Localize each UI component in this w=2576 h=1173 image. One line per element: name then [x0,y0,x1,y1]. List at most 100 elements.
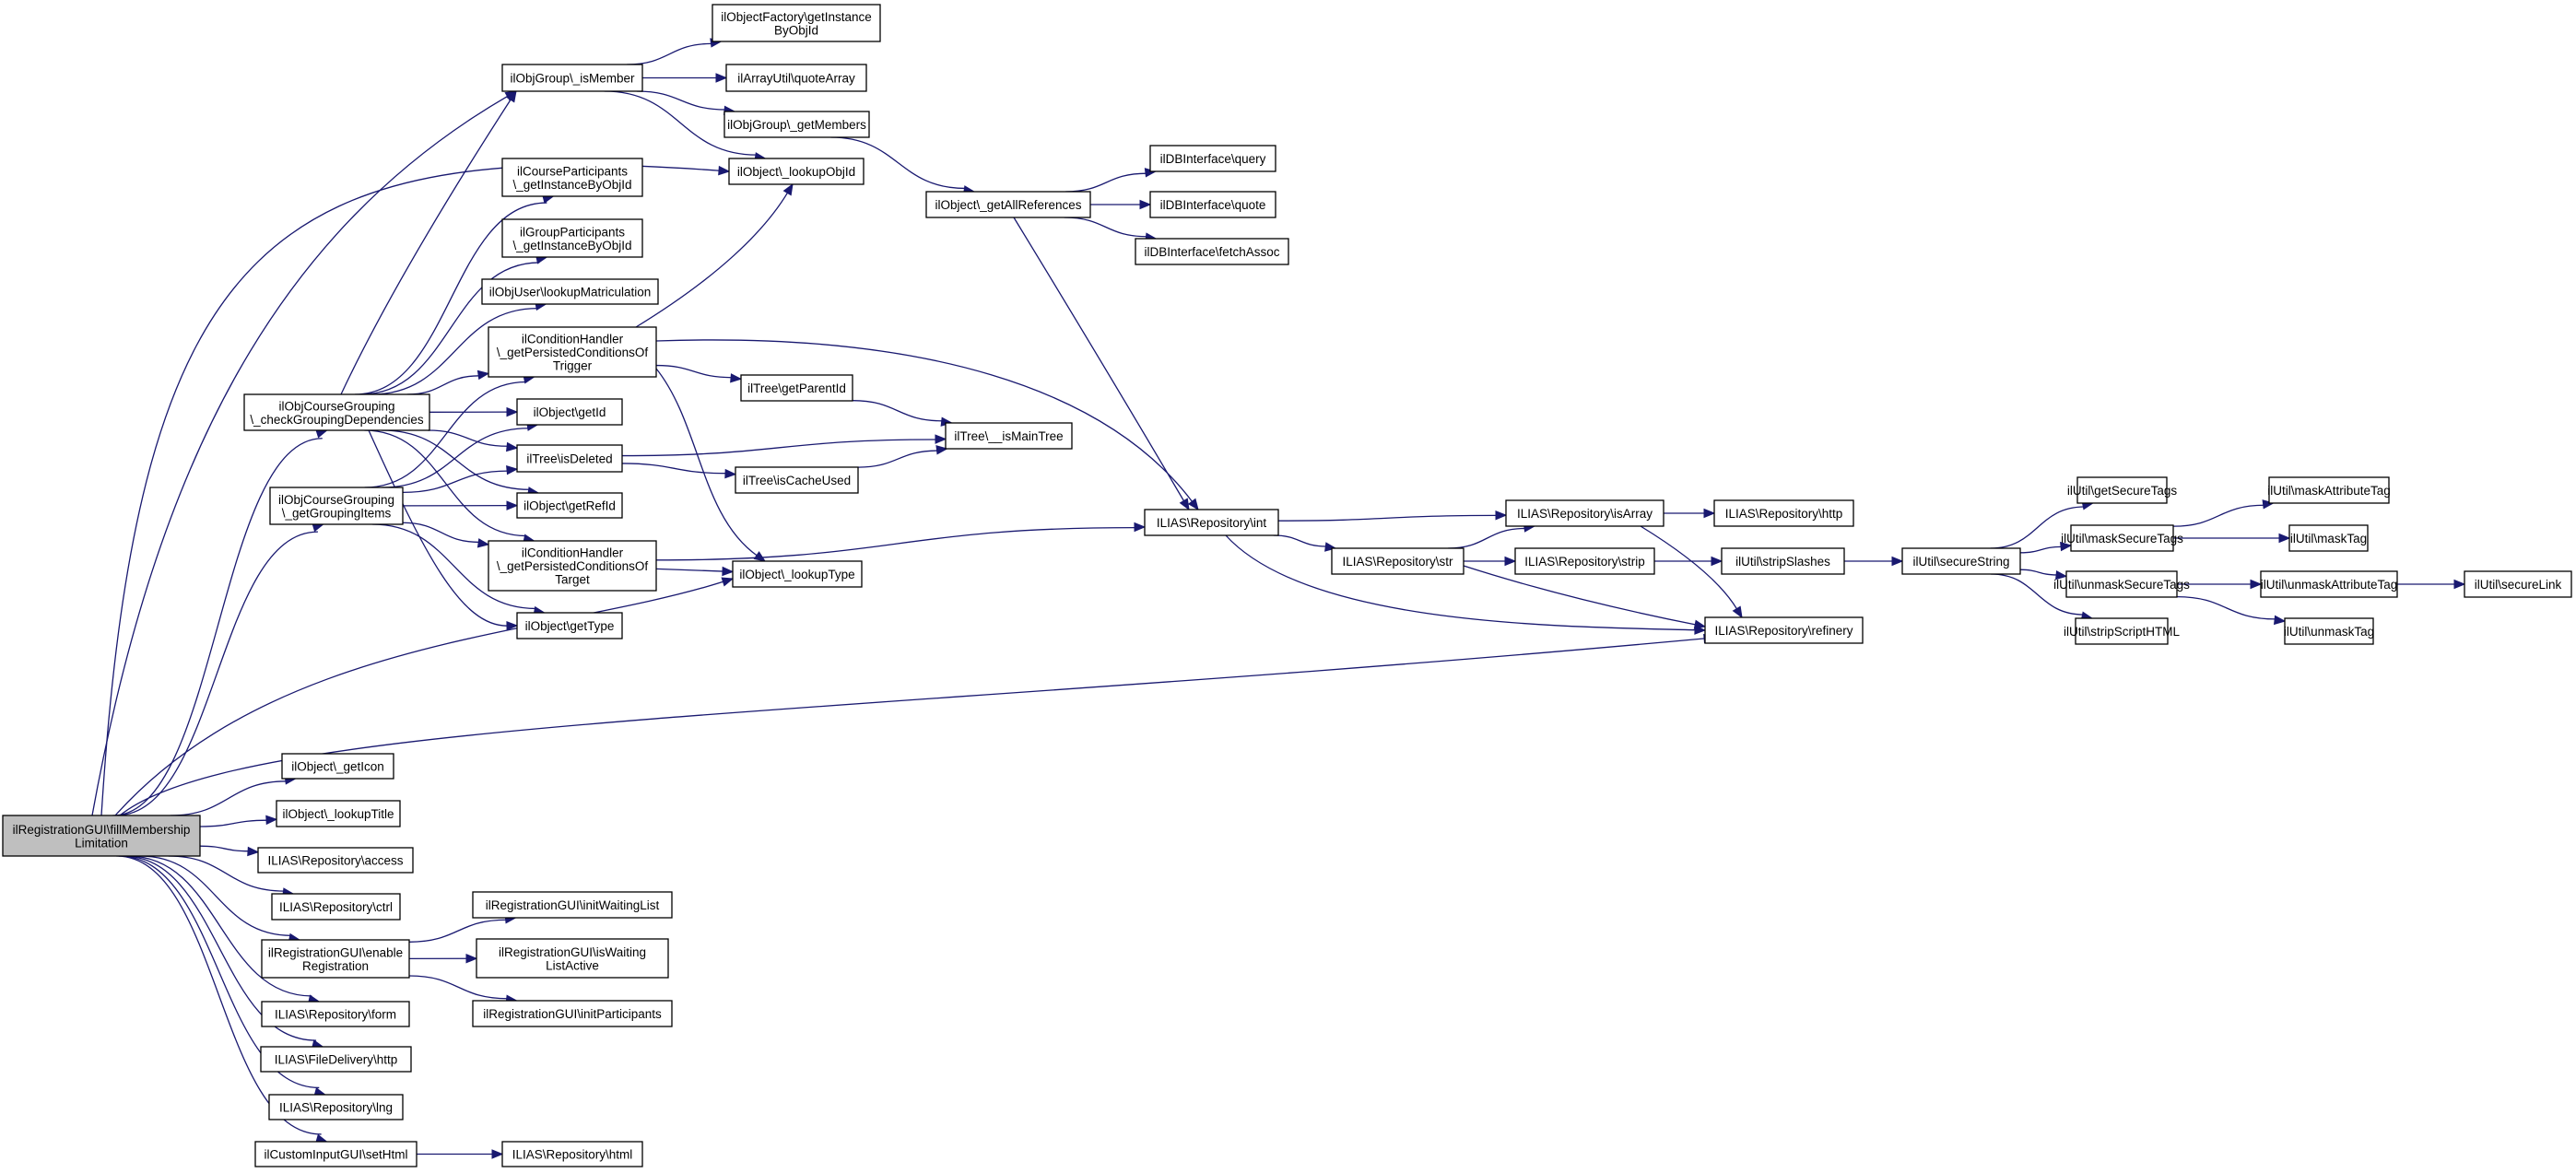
node-secureLink[interactable]: ilUtil\secureLink [2464,570,2572,598]
node-label: ilUtil\maskAttributeTag [2267,484,2391,498]
edge-arrowhead [2250,579,2263,590]
edge-getAllRefs-to-dbQuery [1065,172,1147,193]
node-label: ilDBInterface\query [1160,152,1266,166]
node-label: ilRegistrationGUI\fillMembership [13,823,191,837]
edge-arrowhead [935,434,947,444]
node-box [268,1094,404,1120]
edge-arrowhead [265,815,278,826]
node-initPart[interactable]: ilRegistrationGUI\initParticipants [472,1000,673,1027]
node-repoHtml[interactable]: ILIAS\Repository\html [501,1141,643,1167]
node-objFactory[interactable]: ilObjectFactory\getInstanceByObjId [712,4,881,42]
node-box [1135,238,1289,265]
node-getParentId[interactable]: ilTree\getParentId [740,374,853,402]
node-maskAttrTag[interactable]: ilUtil\maskAttributeTag [2267,476,2391,504]
node-getGroupingItems[interactable]: ilObjCourseGrouping\_getGroupingItems [269,487,404,525]
node-label: ilUtil\secureLink [2475,578,2562,592]
node-label: ilObjGroup\_isMember [510,72,635,86]
node-box [945,422,1073,450]
node-isDeleted[interactable]: ilTree\isDeleted [516,444,623,473]
node-getType[interactable]: ilObject\getType [516,612,623,639]
node-maskTag[interactable]: ilUtil\maskTag [2288,524,2369,552]
node-label: ilObjCourseGrouping [278,493,394,507]
node-box [271,893,401,921]
node-getAllRefs[interactable]: ilObject\_getAllReferences [925,191,1091,218]
edge-arrowhead [2274,615,2287,626]
node-unmaskAttrTag[interactable]: ilUtil\unmaskAttributeTag [2260,570,2398,598]
node-getMembers[interactable]: ilObjGroup\_getMembers [723,111,870,138]
node-lookupMatric[interactable]: ilObjUser\lookupMatriculation [481,278,659,305]
node-lookupType[interactable]: ilObject\_lookupType [732,560,863,588]
node-box [269,487,404,525]
node-label: ILIAS\Repository\isArray [1517,507,1653,521]
node-label: ilDBInterface\fetchAssoc [1144,245,1279,259]
node-label: ilObject\_getAllReferences [935,198,1081,212]
node-label: ilConditionHandler [522,546,624,560]
node-label: ilUtil\maskSecureTags [2061,532,2183,545]
node-box [2268,476,2390,504]
edge-arrowhead [506,500,519,510]
edge-arrowhead [1187,498,1199,511]
node-repoForm[interactable]: ILIAS\Repository\form [261,1001,410,1027]
node-condTrigger[interactable]: ilConditionHandler\_getPersistedConditio… [488,326,657,378]
edge-root-to-repoAccess [199,845,250,852]
node-repoStr[interactable]: ILIAS\Repository\str [1331,547,1464,575]
node-label: ILIAS\Repository\http [1725,507,1843,521]
node-box [2070,524,2174,552]
node-label: \_getInstanceByObjId [512,178,631,192]
node-fdHttp[interactable]: ILIAS\FileDelivery\http [260,1046,412,1073]
node-isCacheUsed[interactable]: ilTree\isCacheUsed [735,466,859,494]
node-isMember[interactable]: ilObjGroup\_isMember [501,64,643,92]
node-initWaiting[interactable]: ilRegistrationGUI\initWaitingList [472,891,673,919]
node-repoAccess[interactable]: ILIAS\Repository\access [257,847,414,874]
node-courseParticipants[interactable]: ilCourseParticipants\_getInstanceByObjId [501,158,643,197]
node-isMainTree[interactable]: ilTree\__isMainTree [945,422,1073,450]
node-stripScript[interactable]: ilUtil\stripScriptHTML [2064,617,2181,645]
node-groupParticipants[interactable]: ilGroupParticipants\_getInstanceByObjId [501,218,643,258]
node-getId[interactable]: ilObject\getId [516,398,623,426]
edge-arrowhead [506,406,519,417]
node-secureString[interactable]: ilUtil\secureString [1901,547,2021,575]
node-label: ilUtil\stripScriptHTML [2064,625,2181,639]
edge-root-to-repoCtrl [168,855,285,892]
edge-repoInt-to-repoIsArray [1277,514,1498,522]
node-dbQuote[interactable]: ilDBInterface\quote [1149,191,1276,218]
edge-getParentId-to-isMainTree [852,400,943,422]
node-box [501,218,643,258]
node-maskSecureTags[interactable]: ilUtil\maskSecureTags [2061,524,2183,552]
node-getIcon[interactable]: ilObject\_getIcon [281,753,394,780]
node-dbQuery[interactable]: ilDBInterface\query [1149,145,1276,172]
node-lookupObjId[interactable]: ilObject\_lookupObjId [728,158,865,185]
node-setHtml[interactable]: ilCustomInputGUI\setHtml [254,1141,418,1167]
node-unmaskSecureTags[interactable]: ilUtil\unmaskSecureTags [2053,570,2190,598]
node-getRefId[interactable]: ilObject\getRefId [516,492,623,519]
node-box [2076,476,2168,504]
node-getSecureTags[interactable]: ilUtil\getSecureTags [2067,476,2178,504]
node-repoCtrl[interactable]: ILIAS\Repository\ctrl [271,893,401,921]
node-box [925,191,1091,218]
node-quoteArray[interactable]: ilArrayUtil\quoteArray [725,64,867,92]
node-repoHttp[interactable]: ILIAS\Repository\http [1713,499,1854,527]
node-repoLng[interactable]: ILIAS\Repository\lng [268,1094,404,1120]
node-repoStrip[interactable]: ILIAS\Repository\strip [1514,547,1655,575]
node-stripSlashes[interactable]: ilUtil\stripSlashes [1721,547,1845,575]
node-lookupTitle[interactable]: ilObject\_lookupTitle [276,800,401,827]
edge-arrowhead [506,620,519,631]
node-box [1901,547,2021,575]
node-dbFetch[interactable]: ilDBInterface\fetchAssoc [1135,238,1289,265]
node-condTarget[interactable]: ilConditionHandler\_getPersistedConditio… [488,540,657,592]
edge-arrowhead [722,566,735,577]
edge-isMember-to-lookupObjId [604,90,758,156]
edge-arrowhead [715,73,728,83]
node-root[interactable]: ilRegistrationGUI\fillMembershipLimitati… [2,815,201,857]
edge-arrowhead [476,538,490,548]
node-label: Trigger [553,359,593,373]
node-repoIsArray[interactable]: ILIAS\Repository\isArray [1505,499,1664,527]
node-box [472,891,673,919]
node-repoInt[interactable]: ILIAS\Repository\int [1144,509,1279,536]
node-checkGrouping[interactable]: ilObjCourseGrouping\_checkGroupingDepend… [243,393,430,431]
node-repoRefinery[interactable]: ILIAS\Repository\refinery [1704,616,1864,644]
edge-enableReg-to-initPart [408,975,508,1000]
node-unmaskTag[interactable]: ilUtil\unmaskTag [2284,617,2374,645]
